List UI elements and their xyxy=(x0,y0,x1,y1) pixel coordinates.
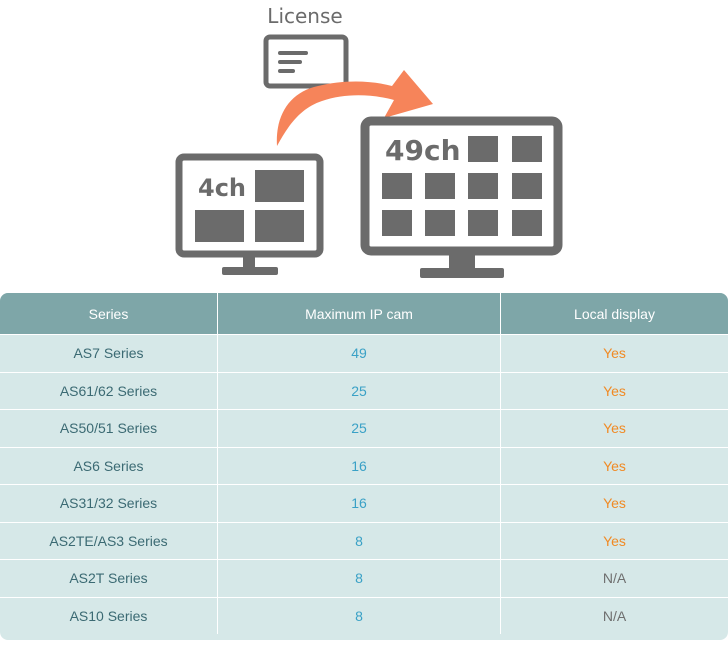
local-display-cell: Yes xyxy=(603,457,626,474)
small-monitor-icon xyxy=(175,153,324,275)
series-comparison-table: Series Maximum IP cam Local display AS7 … xyxy=(0,293,728,640)
local-display-cell: N/A xyxy=(602,570,627,587)
table-row: AS10 Series 8 N/A xyxy=(0,596,728,634)
series-cell: AS10 Series xyxy=(0,597,218,634)
large-monitor-icon xyxy=(360,116,563,278)
table-row: AS6 Series 16 Yes xyxy=(0,446,728,484)
license-upgrade-illustration: License 4ch 49ch xyxy=(175,4,563,278)
local-display-cell: Yes xyxy=(603,420,626,437)
local-display-cell: N/A xyxy=(602,607,627,624)
upgrade-arrow-icon xyxy=(276,70,433,146)
max-ip-cam-cell: 16 xyxy=(218,485,501,522)
small-monitor-label: 4ch xyxy=(198,174,246,202)
series-cell: AS6 Series xyxy=(0,447,218,484)
series-cell: AS31/32 Series xyxy=(0,485,218,522)
series-cell: AS50/51 Series xyxy=(0,410,218,447)
table-row: AS61/62 Series 25 Yes xyxy=(0,371,728,409)
table-row: AS2T Series 8 N/A xyxy=(0,559,728,597)
table-row: AS50/51 Series 25 Yes xyxy=(0,409,728,447)
series-cell: AS2TE/AS3 Series xyxy=(0,522,218,559)
max-ip-cam-cell: 8 xyxy=(218,560,501,597)
large-monitor-label: 49ch xyxy=(385,134,461,167)
table-header: Series Maximum IP cam Local display xyxy=(0,293,728,334)
license-label: License xyxy=(267,4,342,28)
max-ip-cam-cell: 49 xyxy=(218,335,501,372)
license-card-icon xyxy=(263,34,349,89)
header-maximum-ip-cam: Maximum IP cam xyxy=(218,293,501,334)
max-ip-cam-cell: 25 xyxy=(218,372,501,409)
max-ip-cam-cell: 16 xyxy=(218,447,501,484)
max-ip-cam-cell: 8 xyxy=(218,522,501,559)
local-display-cell: Yes xyxy=(603,495,626,512)
series-cell: AS7 Series xyxy=(0,335,218,372)
local-display-cell: Yes xyxy=(603,532,626,549)
max-ip-cam-cell: 25 xyxy=(218,410,501,447)
local-display-cell: Yes xyxy=(603,345,626,362)
series-cell: AS2T Series xyxy=(0,560,218,597)
header-series: Series xyxy=(0,293,218,334)
table-row: AS7 Series 49 Yes xyxy=(0,334,728,372)
table-row: AS31/32 Series 16 Yes xyxy=(0,484,728,522)
table-row: AS2TE/AS3 Series 8 Yes xyxy=(0,521,728,559)
max-ip-cam-cell: 8 xyxy=(218,597,501,634)
series-cell: AS61/62 Series xyxy=(0,372,218,409)
header-local-display: Local display xyxy=(574,305,655,322)
local-display-cell: Yes xyxy=(603,382,626,399)
